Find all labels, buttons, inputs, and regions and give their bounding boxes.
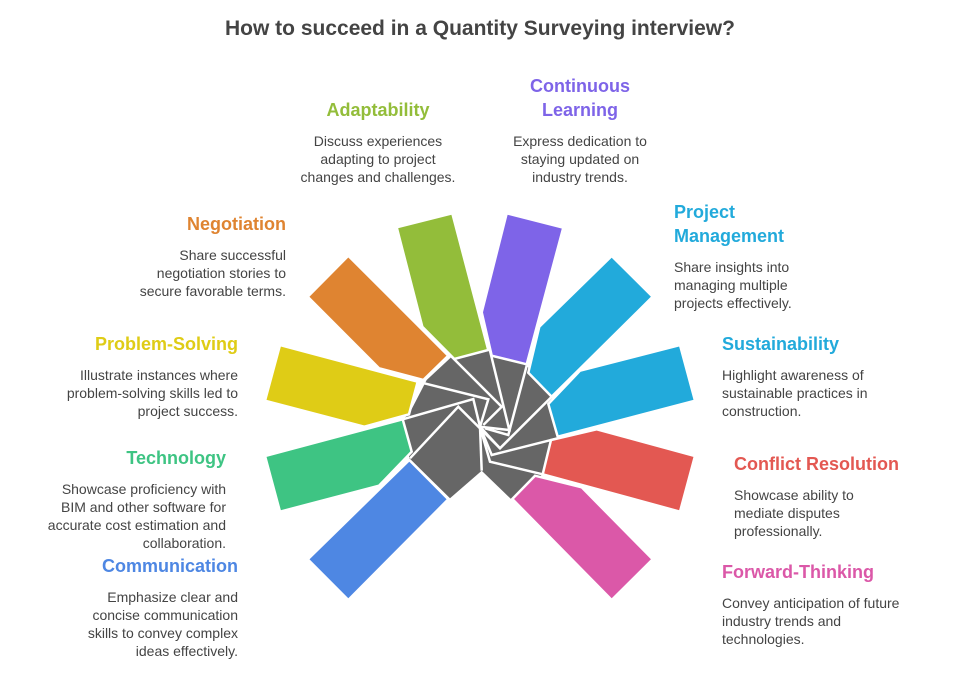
blade-negotiation (305, 253, 451, 382)
blade-forward-thinking (510, 474, 655, 602)
blade-problem-solving (263, 343, 420, 428)
item-negotiation: Negotiation Share successful negotiation… (66, 212, 286, 300)
item-technology: Technology Showcase proficiency with BIM… (6, 446, 226, 552)
hub-spiral-lines (402, 350, 559, 476)
item-communication: Communication Emphasize clear and concis… (18, 554, 238, 660)
blade-communication (305, 458, 451, 602)
item-text: Express dedication to staying updated on… (513, 133, 647, 185)
item-text: Share insights into managing multiple pr… (674, 259, 792, 311)
blade-sustainability (546, 343, 697, 439)
blade-continuous-learning (480, 211, 565, 366)
item-text: Showcase ability to mediate disputes pro… (734, 487, 854, 539)
item-forward-thinking: Forward-Thinking Convey anticipation of … (722, 560, 942, 648)
item-project-management: Project Management Share insights into m… (674, 200, 894, 312)
item-heading: Technology (126, 448, 226, 468)
item-heading: Sustainability (722, 334, 840, 354)
item-text: Highlight awareness of sustainable pract… (722, 367, 868, 419)
item-text: Showcase proficiency with BIM and other … (47, 481, 226, 551)
item-continuous-learning: Continuous Learning Express dedication t… (470, 74, 690, 186)
item-text: Convey anticipation of future industry t… (722, 595, 900, 647)
item-problem-solving: Problem-Solving Illustrate instances whe… (18, 332, 238, 420)
blade-conflict-resolution (541, 428, 697, 514)
blade-technology (263, 417, 414, 514)
item-heading: Conflict Resolution (734, 454, 899, 474)
item-conflict-resolution: Conflict Resolution Showcase ability to … (734, 452, 954, 540)
item-text: Illustrate instances where problem-solvi… (66, 367, 238, 419)
item-text: Emphasize clear and concise communicatio… (87, 589, 238, 659)
blade-project-management (526, 254, 655, 399)
item-text: Share successful negotiation stories to … (139, 247, 286, 299)
item-heading: Communication (101, 556, 238, 576)
item-heading: Forward-Thinking (722, 562, 874, 582)
item-heading: Project Management (674, 202, 785, 246)
item-adaptability: Adaptability Discuss experiences adaptin… (268, 98, 488, 186)
item-sustainability: Sustainability Highlight awareness of su… (722, 332, 942, 420)
diagram-title: How to succeed in a Quantity Surveying i… (225, 17, 735, 40)
item-heading: Adaptability (326, 100, 430, 120)
blade-adaptability (395, 211, 490, 361)
item-heading: Negotiation (187, 214, 286, 234)
item-heading: Continuous Learning (530, 76, 630, 120)
item-text: Discuss experiences adapting to project … (300, 133, 456, 185)
item-heading: Problem-Solving (94, 334, 238, 354)
